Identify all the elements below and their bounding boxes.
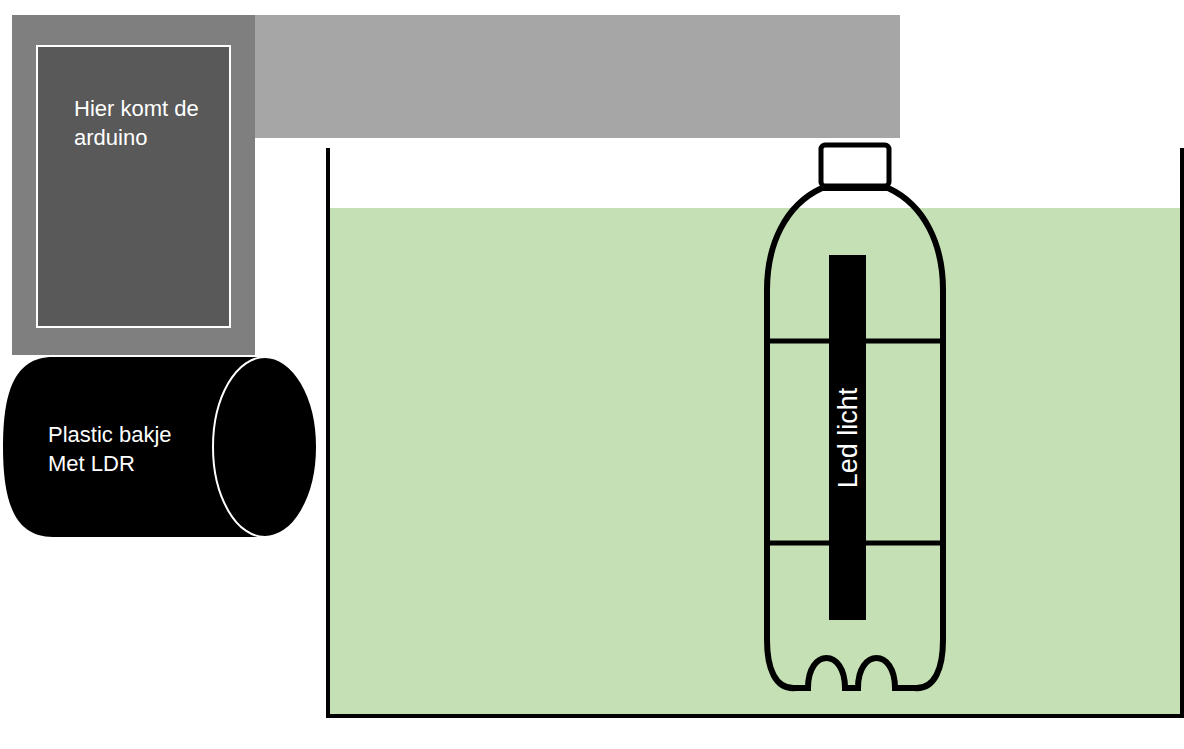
bottle-cap bbox=[821, 145, 889, 186]
node-label: Led licht bbox=[834, 387, 861, 488]
water bbox=[330, 208, 1180, 714]
node-label: Plastic bakje Met LDR bbox=[48, 421, 210, 478]
water-tank bbox=[328, 148, 1182, 716]
cylinder-end bbox=[213, 357, 317, 537]
arduino-frame bbox=[12, 15, 255, 355]
node-label: Hier komt de arduino bbox=[74, 95, 219, 152]
arduino-box: Hier komt de arduino bbox=[36, 45, 231, 328]
led-strip: Led licht bbox=[829, 255, 866, 620]
support-beam bbox=[255, 15, 900, 138]
ldr-container: Plastic bakje Met LDR bbox=[3, 355, 320, 539]
bottle bbox=[767, 188, 943, 688]
